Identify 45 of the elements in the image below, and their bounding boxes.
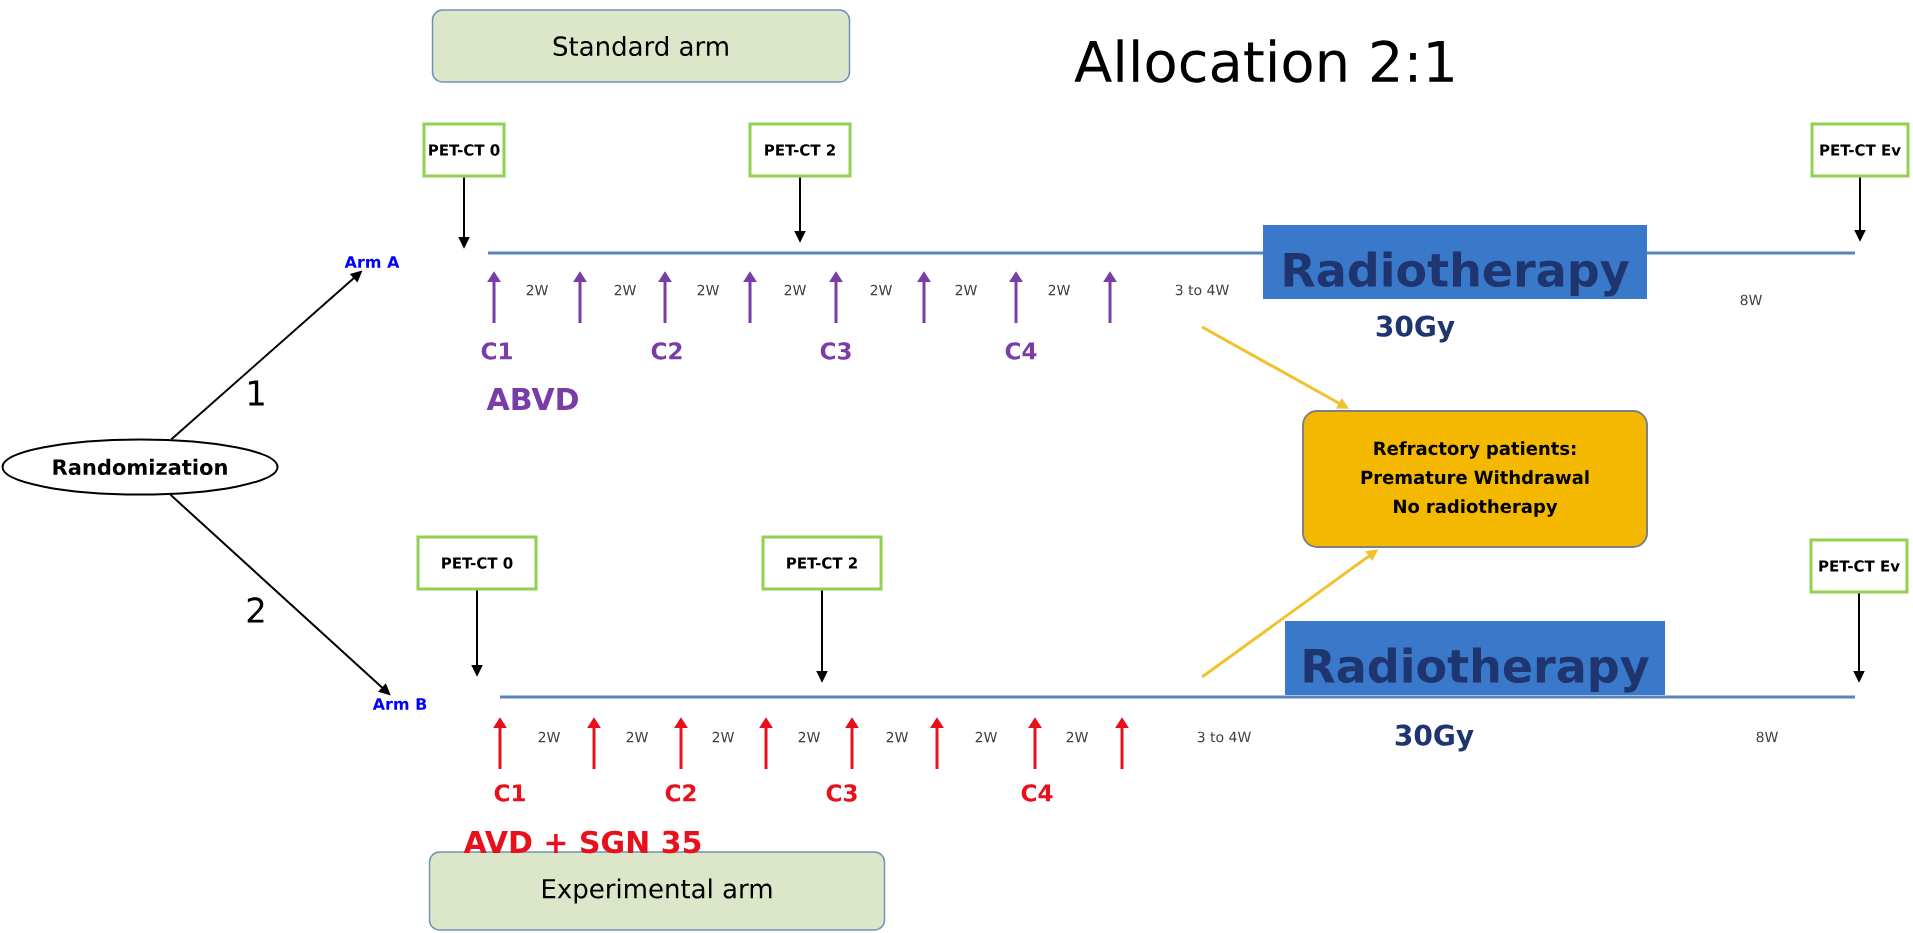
gap-label: 2W bbox=[798, 731, 820, 743]
cycle-label: C3 bbox=[826, 784, 857, 802]
gap-label: 2W bbox=[955, 284, 977, 296]
gap-label: 2W bbox=[1066, 731, 1088, 743]
title: Allocation 2:1 bbox=[1074, 39, 1453, 83]
cycle-label: C4 bbox=[1005, 342, 1037, 360]
gap-label: 2W bbox=[886, 731, 908, 743]
cycle-label: C2 bbox=[665, 784, 696, 802]
arm-label-box: Standard arm bbox=[431, 9, 851, 83]
arm-label: Arm B bbox=[372, 698, 427, 710]
gap-label: 2W bbox=[697, 284, 719, 296]
pet-ct-box: PET-CT 2 bbox=[761, 535, 883, 591]
edge-label: 2 bbox=[244, 596, 268, 624]
pet-ct-box: PET-CT 0 bbox=[416, 535, 538, 591]
cycle-label: C2 bbox=[651, 342, 682, 360]
pet-ct-box: PET-CT 0 bbox=[422, 122, 506, 178]
gap-label: 8W bbox=[1740, 294, 1762, 306]
cycle-label: C4 bbox=[1021, 784, 1053, 802]
dose-label: 30Gy bbox=[1395, 724, 1474, 752]
gap-label: 2W bbox=[626, 731, 648, 743]
pet-ct-box: PET-CT 2 bbox=[748, 122, 852, 178]
gap-label: 2W bbox=[1048, 284, 1070, 296]
dose-label: 30Gy bbox=[1376, 315, 1455, 343]
radiotherapy-bar: Radiotherapy bbox=[1263, 225, 1647, 299]
gap-label: 3 to 4W bbox=[1197, 731, 1251, 743]
gap-label: 2W bbox=[975, 731, 997, 743]
edge-label: 1 bbox=[244, 379, 268, 407]
gap-label: 2W bbox=[526, 284, 548, 296]
gap-label: 2W bbox=[614, 284, 636, 296]
gap-label: 3 to 4W bbox=[1175, 284, 1229, 296]
gap-label: 2W bbox=[870, 284, 892, 296]
regimen-label: AVD + SGN 35 bbox=[463, 830, 701, 854]
cycle-label: C1 bbox=[494, 784, 525, 802]
pet-ct-box: PET-CT Ev bbox=[1809, 538, 1909, 594]
pet-ct-box: PET-CT Ev bbox=[1810, 122, 1910, 178]
arm-label: Arm A bbox=[344, 256, 400, 268]
gap-label: 2W bbox=[784, 284, 806, 296]
gap-label: 8W bbox=[1756, 731, 1778, 743]
cycle-label: C1 bbox=[481, 342, 512, 360]
gap-label: 2W bbox=[538, 731, 560, 743]
regimen-label: ABVD bbox=[486, 388, 578, 410]
outcome-box: Refractory patients: Premature Withdrawal No radiotherapy bbox=[1302, 410, 1648, 548]
gap-label: 2W bbox=[712, 731, 734, 743]
cycle-label: C3 bbox=[820, 342, 851, 360]
radiotherapy-bar: Radiotherapy bbox=[1285, 621, 1665, 695]
